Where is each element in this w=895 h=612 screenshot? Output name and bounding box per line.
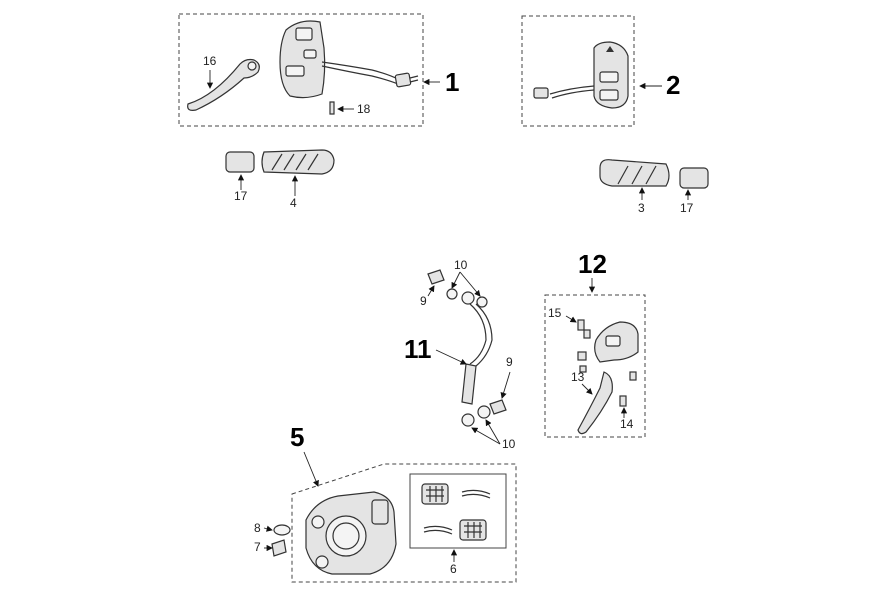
callout-17-right: 17 xyxy=(680,201,694,215)
callout-7: 7 xyxy=(254,540,261,554)
master-cylinder-assembly: 12 15 13 14 xyxy=(544,249,646,438)
callout-10-bottom: 10 xyxy=(502,437,516,451)
switch-housing xyxy=(279,20,326,99)
callout-16: 16 xyxy=(203,54,217,68)
bolt-7 xyxy=(271,539,287,557)
screw-18 xyxy=(329,101,335,115)
callout-4: 4 xyxy=(290,196,297,210)
bar-end-17-left xyxy=(225,151,255,173)
right-grip-3 xyxy=(599,159,670,187)
callout-8: 8 xyxy=(254,521,261,535)
callout-13: 13 xyxy=(571,370,585,384)
callout-11: 11 xyxy=(404,334,432,364)
group-12-box xyxy=(544,294,646,438)
brake-pad-a xyxy=(421,483,449,505)
brake-caliper-assembly: 5 8 7 6 xyxy=(254,422,517,583)
right-grip-set: 3 17 xyxy=(599,159,709,215)
callout-12: 12 xyxy=(578,249,607,279)
group-6-box xyxy=(409,473,507,549)
left-grip-set: 17 4 xyxy=(225,149,335,210)
left-grip-4 xyxy=(261,149,335,175)
group-5-box xyxy=(291,463,517,583)
callout-15: 15 xyxy=(548,306,562,320)
bar-end-17-right xyxy=(679,167,709,189)
callout-6: 6 xyxy=(450,562,457,576)
callout-2: 2 xyxy=(666,70,680,100)
banjo-bolt-9-bottom xyxy=(489,399,507,415)
banjo-bolt-9-top xyxy=(427,269,445,285)
callout-10-top: 10 xyxy=(454,258,468,272)
callout-5: 5 xyxy=(290,422,304,452)
switch-cable xyxy=(321,61,401,81)
callout-9-top: 9 xyxy=(420,294,427,308)
callout-3: 3 xyxy=(638,201,645,215)
brake-hose xyxy=(461,363,477,405)
group-1-box xyxy=(178,13,424,127)
callout-17-left: 17 xyxy=(234,189,248,203)
brake-pad-b xyxy=(459,519,487,541)
left-switch-assembly: 1 16 18 xyxy=(178,13,459,127)
washer-8 xyxy=(273,524,291,536)
right-switch-assembly: 2 xyxy=(521,15,680,127)
callout-18: 18 xyxy=(357,102,371,116)
brake-lever-16 xyxy=(187,58,260,111)
callout-14: 14 xyxy=(620,417,634,431)
brake-hose-assembly: 10 9 11 9 10 xyxy=(404,258,516,451)
group-2-box xyxy=(521,15,635,127)
callout-9-bottom: 9 xyxy=(506,355,513,369)
brake-lever-12 xyxy=(577,371,613,435)
callout-1: 1 xyxy=(445,67,459,97)
